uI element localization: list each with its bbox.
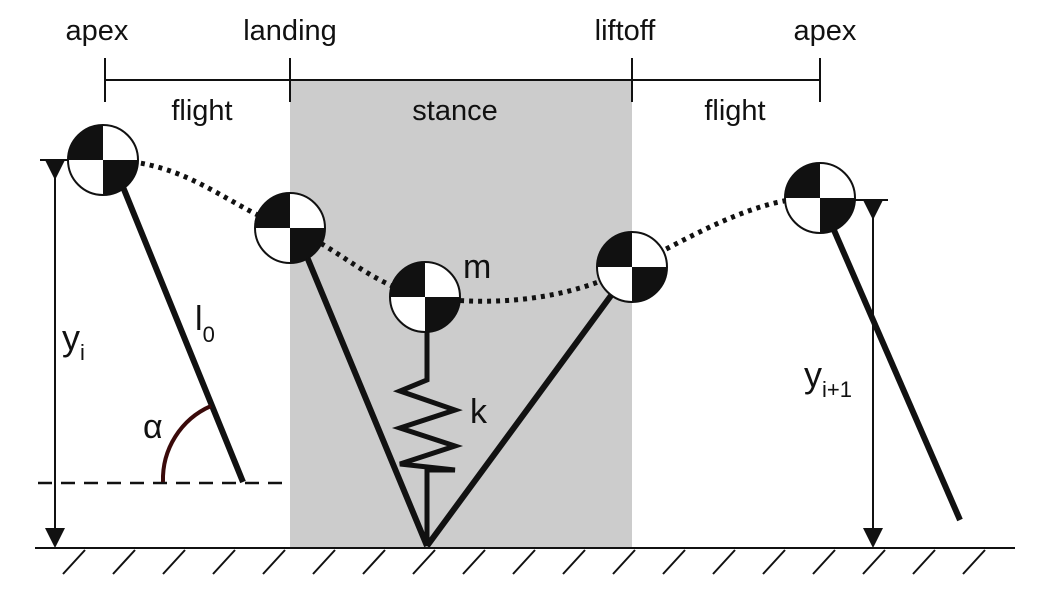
hatch-mark xyxy=(362,549,386,575)
com-marker-apex-right xyxy=(784,162,856,234)
leg-landing xyxy=(292,226,430,548)
hatch-mark xyxy=(312,549,336,575)
spring xyxy=(391,330,464,546)
angle-arc xyxy=(160,404,212,483)
leg-apex-right xyxy=(817,196,963,522)
leg-liftoff xyxy=(424,265,635,548)
hatch-mark xyxy=(62,549,86,575)
hatch-mark xyxy=(912,549,936,575)
label-landing: landing xyxy=(243,15,337,47)
com-marker-midstance xyxy=(389,261,461,333)
hatch-mark xyxy=(562,549,586,575)
hatch-mark xyxy=(862,549,886,575)
hatch-mark xyxy=(962,549,986,575)
hatch-mark xyxy=(162,549,186,575)
symbol-height-start: yi xyxy=(62,317,85,365)
hatch-mark xyxy=(512,549,536,575)
symbol-angle: α xyxy=(143,408,163,446)
com-marker-liftoff xyxy=(596,231,668,303)
hatch-mark xyxy=(412,549,436,575)
label-stance: stance xyxy=(412,95,497,127)
label-apex-left: apex xyxy=(66,15,129,47)
hatch-mark xyxy=(262,549,286,575)
symbol-mass: m xyxy=(463,248,491,286)
symbol-height-end: yi+1 xyxy=(804,354,852,402)
hatch-mark xyxy=(762,549,786,575)
hatch-mark xyxy=(212,549,236,575)
ground xyxy=(35,547,1015,575)
com-marker-landing xyxy=(254,192,326,264)
label-flight-left: flight xyxy=(171,95,232,127)
stance-band xyxy=(290,80,632,548)
hatch-mark xyxy=(612,549,636,575)
symbol-leg-length: l0 xyxy=(195,300,215,347)
leg-apex-left xyxy=(109,158,246,484)
phase-timeline xyxy=(104,58,821,102)
symbol-spring: k xyxy=(470,393,488,431)
label-apex-right: apex xyxy=(794,15,857,47)
hatch-mark xyxy=(112,549,136,575)
label-flight-right: flight xyxy=(704,95,765,127)
ground-hatching xyxy=(62,549,986,575)
hatch-mark xyxy=(462,549,486,575)
hatch-mark xyxy=(712,549,736,575)
label-liftoff: liftoff xyxy=(595,15,657,47)
hatch-mark xyxy=(662,549,686,575)
hatch-mark xyxy=(812,549,836,575)
com-marker-apex-left xyxy=(67,124,139,196)
